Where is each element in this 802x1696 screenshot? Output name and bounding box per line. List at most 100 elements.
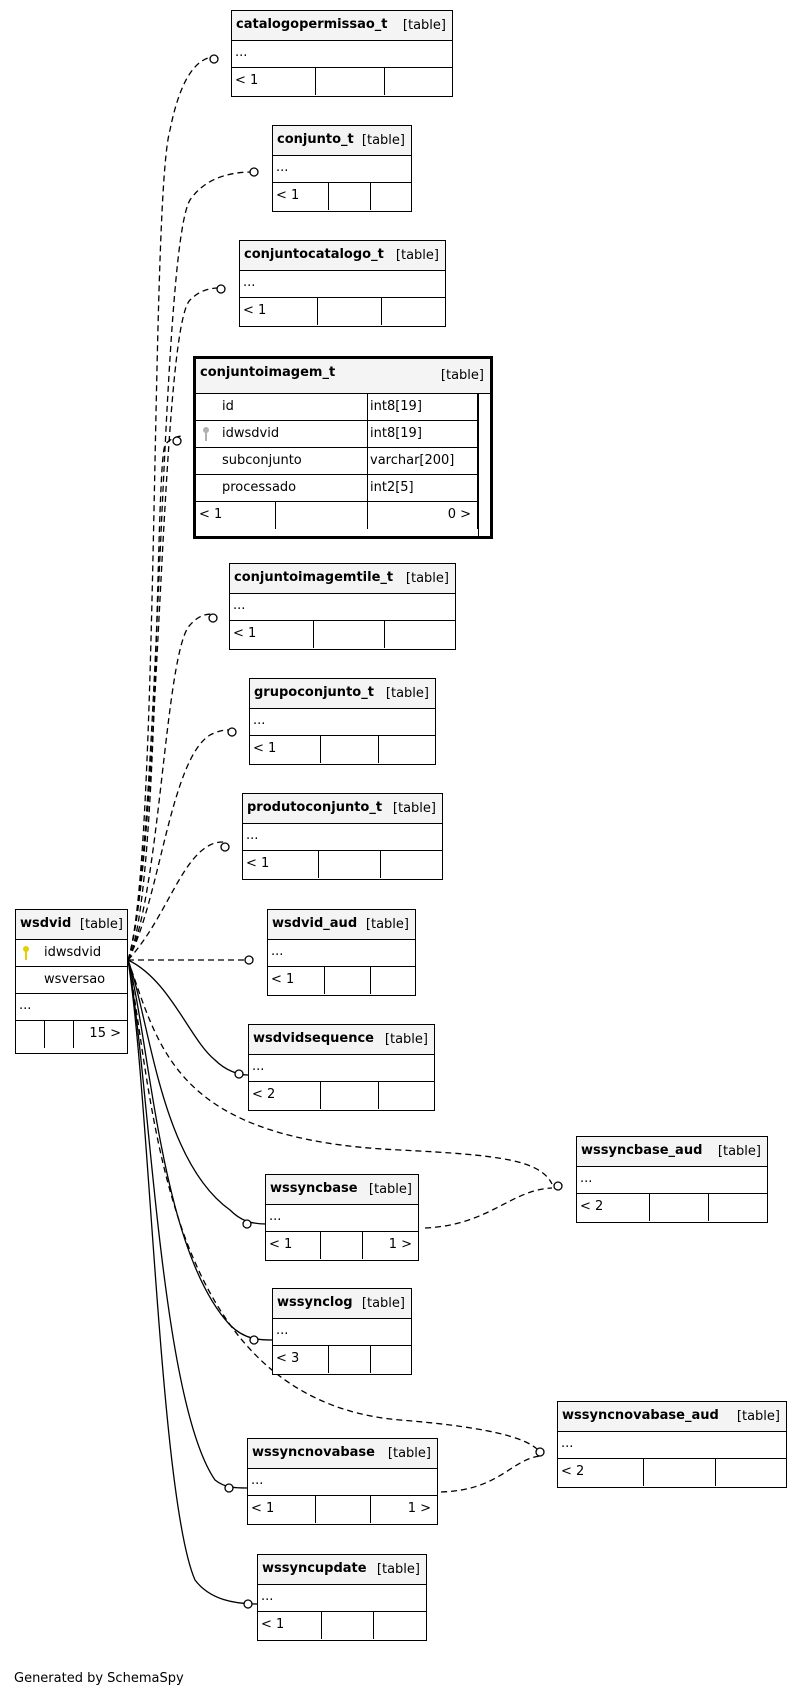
table-header: conjuntoimagem_t [table] <box>196 359 490 394</box>
column-type: int2[5] <box>370 480 414 495</box>
footer-cell <box>318 298 382 325</box>
parents-count-cell: 1 > <box>363 1232 418 1259</box>
columns-row: ... <box>558 1432 786 1459</box>
footer-cell <box>321 1082 379 1109</box>
table-type: [table] <box>717 1144 761 1159</box>
table-name: grupoconjunto_t <box>254 685 374 700</box>
table-type: [table] <box>384 1032 428 1047</box>
table-wssynclog[interactable]: wssynclog [table] ... < 3 <box>272 1288 412 1375</box>
parents-count: 0 > <box>447 507 471 522</box>
marker-conjuntoimagemtile <box>208 613 218 623</box>
footer-cell <box>16 1021 45 1048</box>
footer-cell <box>322 1612 374 1639</box>
footer-cell <box>385 68 452 95</box>
columns-block: id int8[19] idwsdvid int8[19] subconjunt… <box>196 394 478 529</box>
table-catalogopermissao-t[interactable]: catalogopermissao_t [table] ... < 1 <box>231 10 453 97</box>
table-footer: < 1 <box>230 621 455 648</box>
column-type-cell: int8[19] <box>368 394 478 420</box>
table-footer: < 2 <box>558 1459 786 1486</box>
table-wsdvidsequence[interactable]: wsdvidsequence [table] ... < 2 <box>248 1024 435 1111</box>
footer-cell <box>321 736 379 763</box>
footer-cell <box>371 1346 411 1373</box>
children-count-cell: < 1 <box>268 967 325 994</box>
children-count: < 2 <box>580 1199 604 1214</box>
table-type: [table] <box>736 1409 780 1424</box>
footer-cell <box>650 1194 709 1221</box>
footer-cell <box>382 298 445 325</box>
table-wssyncnovabase-aud[interactable]: wssyncnovabase_aud [table] ... < 2 <box>557 1401 787 1488</box>
column-name-cell: subconjunto <box>196 448 368 474</box>
children-count-cell: < 1 <box>250 736 321 763</box>
children-count-cell: < 1 <box>240 298 318 325</box>
table-footer: < 1 <box>273 183 411 210</box>
relation-wssyncnovabase <box>127 959 249 1489</box>
table-type: [table] <box>395 248 439 263</box>
table-name: wssynclog <box>277 1295 353 1310</box>
column-name: processado <box>222 480 297 495</box>
children-count: < 1 <box>261 1617 285 1632</box>
children-count: < 1 <box>199 507 223 522</box>
columns-row: ... <box>266 1205 418 1232</box>
table-grupoconjunto-t[interactable]: grupoconjunto_t [table] ... < 1 <box>249 678 436 765</box>
table-conjuntoimagem-t[interactable]: conjuntoimagem_t [table] id int8[19] idw… <box>193 356 493 539</box>
relation-conjuntoimagemtile <box>127 613 213 961</box>
columns-row: ... <box>232 41 452 68</box>
columns-ellipsis: ... <box>19 998 32 1013</box>
relation-grupoconjunto <box>127 729 231 961</box>
children-count-cell: < 1 <box>273 183 329 210</box>
marker-wssyncbase-aud <box>553 1181 563 1191</box>
table-conjuntoimagemtile-t[interactable]: conjuntoimagemtile_t [table] ... < 1 <box>229 563 456 650</box>
table-type: [table] <box>376 1562 420 1577</box>
table-name: wssyncupdate <box>262 1561 367 1576</box>
table-footer: < 3 <box>273 1346 411 1373</box>
marker-produtoconjunto <box>220 842 230 852</box>
table-footer: < 1 <box>240 298 445 325</box>
marker-wsdvidsequence <box>234 1069 244 1079</box>
parents-count-cell: 1 > <box>371 1496 437 1523</box>
children-count-cell: < 1 <box>243 851 319 878</box>
table-header: wssyncnovabase_aud [table] <box>558 1402 786 1432</box>
marker-wssyncupdate <box>243 1599 253 1609</box>
table-produtoconjunto-t[interactable]: produtoconjunto_t [table] ... < 1 <box>242 793 443 880</box>
table-footer: 15 > <box>16 1021 127 1048</box>
parents-count-cell: 15 > <box>74 1021 127 1048</box>
column-name-cell: idwsdvid <box>196 421 368 447</box>
columns-row: ... <box>230 594 455 621</box>
table-wssyncbase-aud[interactable]: wssyncbase_aud [table] ... < 2 <box>576 1136 768 1223</box>
table-wsdvid-aud[interactable]: wsdvid_aud [table] ... < 1 <box>267 909 416 996</box>
table-type: [table] <box>361 1296 405 1311</box>
children-count: < 1 <box>251 1501 275 1516</box>
column-divider <box>478 394 479 536</box>
table-name: produtoconjunto_t <box>247 800 383 815</box>
footer-cell <box>379 1082 434 1109</box>
table-type: [table] <box>440 368 484 383</box>
generated-by-note: Generated by SchemaSpy <box>14 1671 184 1686</box>
table-conjuntocatalogo-t[interactable]: conjuntocatalogo_t [table] ... < 1 <box>239 240 446 327</box>
table-name: wsdvid <box>20 916 72 931</box>
table-name: wsdvidsequence <box>253 1031 374 1046</box>
column-type: int8[19] <box>370 426 422 441</box>
table-wsdvid[interactable]: wsdvid [table] idwsdvid wsversao ... 15 … <box>15 909 128 1054</box>
footer-cell <box>276 502 368 529</box>
table-wssyncupdate[interactable]: wssyncupdate [table] ... < 1 <box>257 1554 427 1641</box>
table-conjunto-t[interactable]: conjunto_t [table] ... < 1 <box>272 125 412 212</box>
parents-count-cell: 0 > <box>368 502 477 529</box>
table-wssyncbase[interactable]: wssyncbase [table] ... < 1 1 > <box>265 1174 419 1261</box>
relation-conjuntocatalogo <box>127 287 221 961</box>
footer-cell <box>314 621 385 648</box>
column-name: idwsdvid <box>44 945 102 960</box>
column-row-idwsdvid: idwsdvid <box>16 940 127 967</box>
columns-row: ... <box>268 940 415 967</box>
table-header: wsdvidsequence [table] <box>249 1025 434 1055</box>
table-name: conjunto_t <box>277 132 354 147</box>
table-footer: < 1 <box>243 851 442 878</box>
table-header: wssyncbase [table] <box>266 1175 418 1205</box>
columns-ellipsis: ... <box>561 1436 574 1451</box>
table-name: wssyncbase <box>270 1181 358 1196</box>
footer-cell <box>319 851 381 878</box>
table-header: conjuntoimagemtile_t [table] <box>230 564 455 594</box>
table-wssyncnovabase[interactable]: wssyncnovabase [table] ... < 1 1 > <box>247 1438 438 1525</box>
table-type: [table] <box>392 801 436 816</box>
footer-cell <box>379 736 435 763</box>
columns-ellipsis: ... <box>233 598 246 613</box>
